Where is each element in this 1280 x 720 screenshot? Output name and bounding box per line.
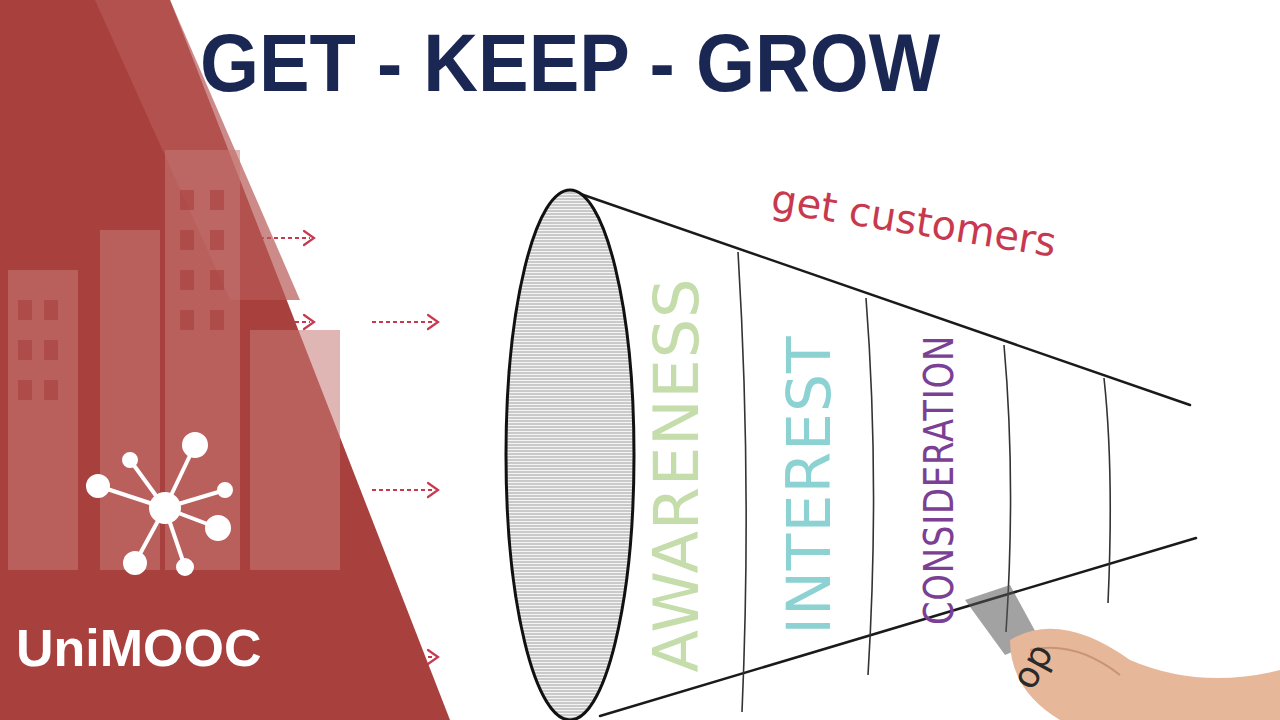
buildings — [8, 150, 340, 570]
funnel-band: INTEREST — [752, 280, 866, 690]
hand — [965, 585, 1280, 720]
band-label: INTEREST — [779, 335, 839, 634]
funnel-band: AWARENESS — [612, 240, 742, 710]
band-label: AWARENESS — [646, 278, 708, 673]
handwritten-label: get customers — [769, 178, 1059, 262]
title: GET - KEEP - GROW — [200, 22, 940, 104]
funnel-band: CONSIDERATION — [880, 330, 1000, 630]
logo-icon — [88, 434, 231, 574]
band-label: CONSIDERATION — [919, 335, 960, 625]
brand-logo-text: UniMOOC — [16, 622, 262, 674]
